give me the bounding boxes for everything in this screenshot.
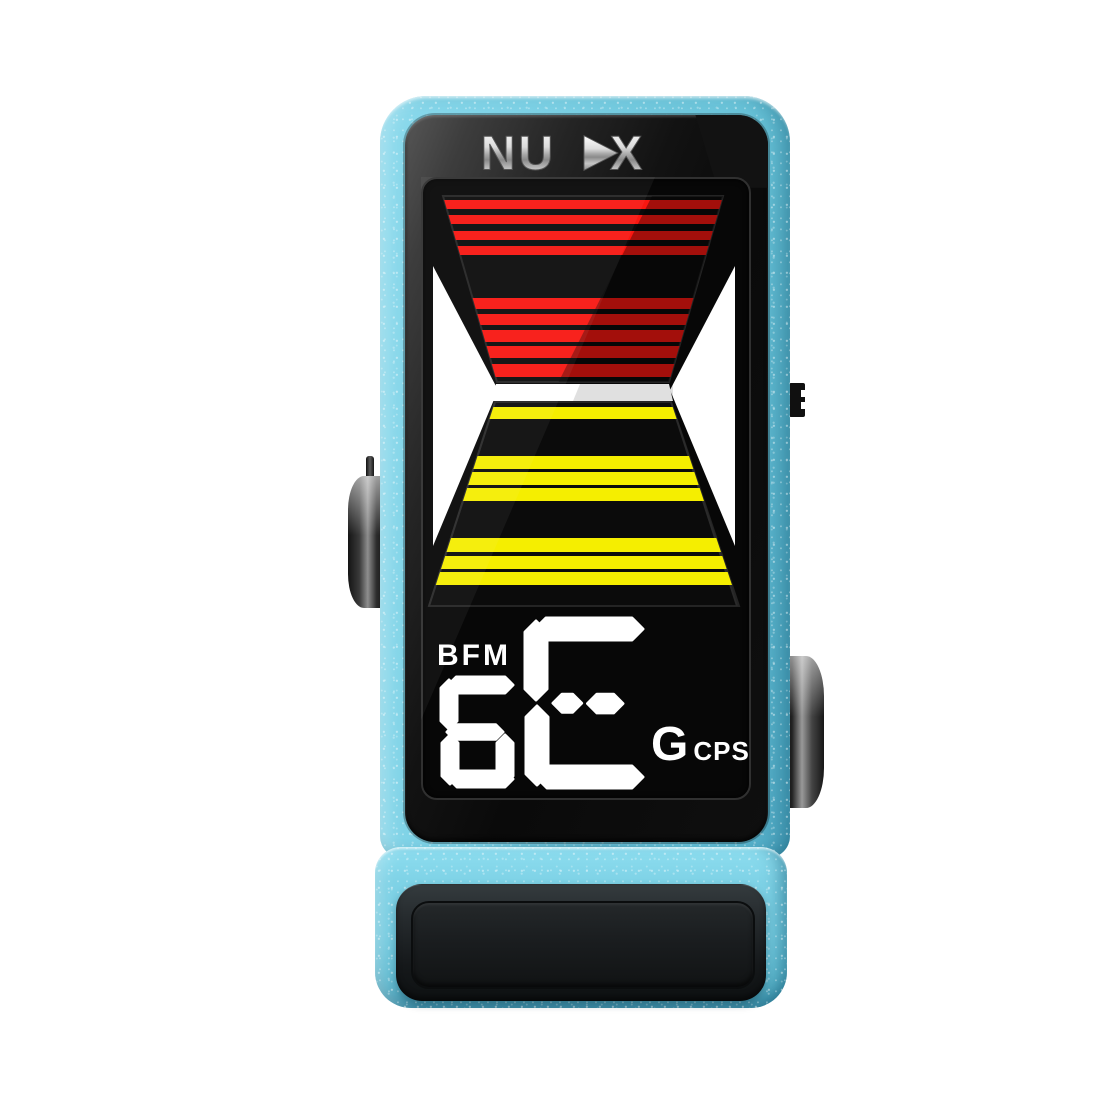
nux-logo: NU X (480, 126, 643, 181)
display-panel: BFM G CPS (421, 177, 751, 800)
side-switch-right (784, 656, 824, 808)
side-switch-left (348, 476, 386, 608)
pedal-base (375, 847, 787, 1008)
port-notch (801, 390, 806, 397)
side-marker-left (433, 266, 498, 546)
yellow-stripes (429, 407, 739, 585)
port-notch (801, 402, 806, 409)
note-label: G (651, 718, 689, 771)
side-marker-right (670, 266, 735, 546)
logo-arrow-icon (583, 134, 619, 172)
gloss-light (421, 177, 655, 720)
unit-label: CPS (693, 736, 750, 766)
footswitch[interactable] (396, 884, 766, 1001)
center-band (492, 384, 673, 401)
logo-text-prefix: NU (481, 126, 557, 180)
mode-label: BFM (437, 639, 511, 672)
logo-text-suffix: X (610, 126, 642, 180)
footswitch-pad (411, 901, 755, 989)
tuner-graphic (421, 177, 741, 790)
note-unit-readout: G CPS (651, 717, 750, 772)
screen: NU X (405, 115, 768, 842)
side-port (789, 383, 806, 417)
side-pin (366, 456, 374, 488)
string-note-segment-display (439, 616, 645, 790)
